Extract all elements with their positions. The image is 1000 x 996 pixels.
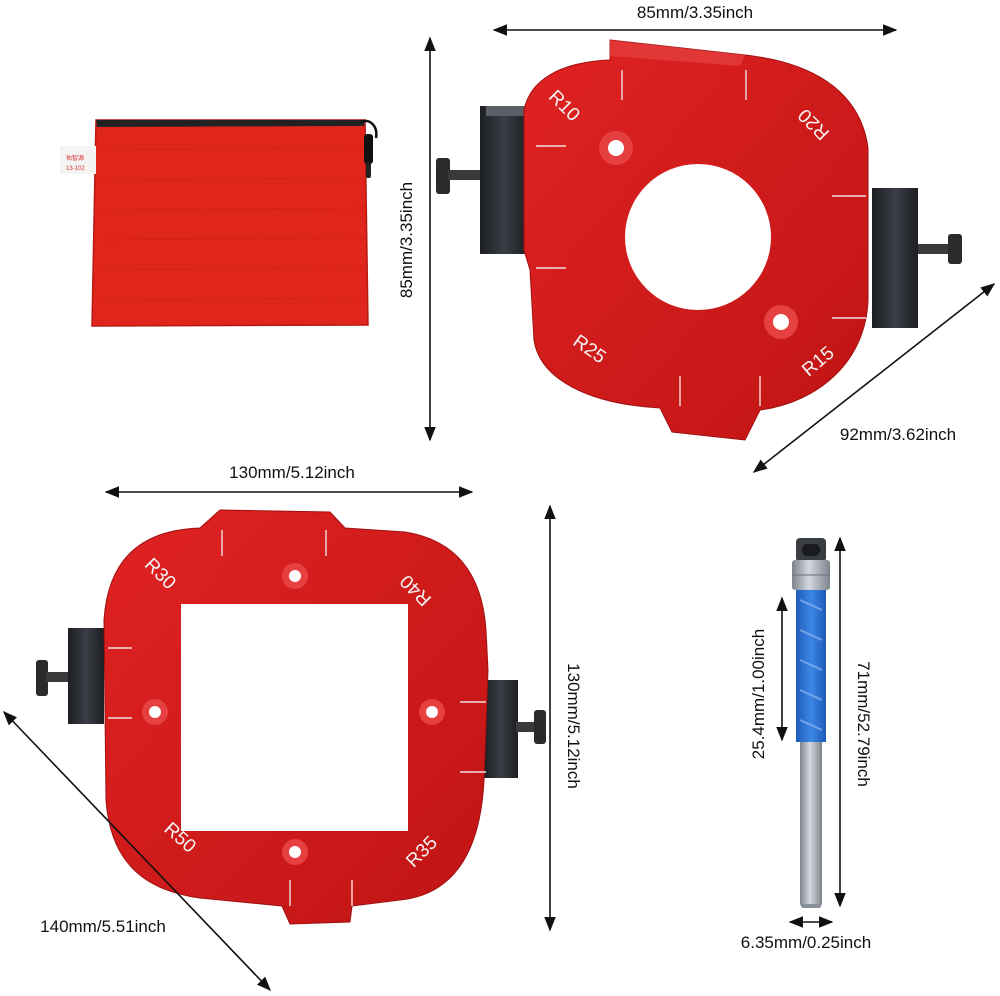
screw-hole-icon: [289, 846, 301, 858]
small-template: R10 R20 R25 R15: [436, 39, 962, 441]
dimension-label: 130mm/5.12inch: [229, 463, 355, 482]
dimension-label: 85mm/3.35inch: [397, 182, 416, 298]
zipper-pull-icon: [359, 119, 378, 178]
large-template-height-dimension: 130mm/5.12inch: [544, 504, 583, 932]
bit-cutting-length-dimension: 25.4mm/1.00inch: [749, 596, 788, 759]
left-clamp: [436, 106, 528, 254]
screw-hole-icon: [608, 140, 624, 156]
small-template-width-dimension: 85mm/3.35inch: [492, 3, 898, 36]
large-template-diagonal-dimension: 140mm/5.51inch: [3, 710, 271, 992]
bag-tag-code: 13-102: [66, 166, 85, 172]
bit-total-length-dimension: 71mm/52.79inch: [834, 536, 873, 908]
screw-hole-icon: [289, 570, 301, 582]
bag-tag: [60, 146, 96, 174]
screw-hole-icon: [149, 706, 161, 718]
dimension-label: 71mm/52.79inch: [854, 661, 873, 787]
dimension-label: 6.35mm/0.25inch: [741, 933, 871, 952]
small-template-height-dimension: 85mm/3.35inch: [397, 36, 436, 442]
small-template-diagonal-dimension: 92mm/3.62inch: [752, 283, 996, 473]
screw-hole-icon: [426, 706, 438, 718]
dimension-label: 85mm/3.35inch: [637, 3, 753, 22]
dimension-label: 130mm/5.12inch: [564, 663, 583, 789]
center-hole: [625, 164, 771, 310]
router-bit: [792, 538, 830, 908]
screw-hole-icon: [773, 314, 789, 330]
bag-tag-text: 佑智源: [66, 154, 84, 162]
large-template-width-dimension: 130mm/5.12inch: [104, 463, 474, 498]
right-clamp: [484, 680, 546, 778]
large-template: R30 R40 R50 R35: [36, 509, 546, 925]
dimension-label: 25.4mm/1.00inch: [749, 629, 768, 759]
square-window: [181, 604, 408, 831]
hex-socket-icon: [801, 544, 821, 556]
dimension-label: 140mm/5.51inch: [40, 917, 166, 936]
dimension-label: 92mm/3.62inch: [840, 425, 956, 444]
left-clamp: [36, 628, 104, 724]
bit-shank-diameter-dimension: 6.35mm/0.25inch: [741, 916, 871, 952]
storage-bag: 佑智源 13-102: [60, 119, 378, 327]
right-clamp: [872, 188, 962, 328]
